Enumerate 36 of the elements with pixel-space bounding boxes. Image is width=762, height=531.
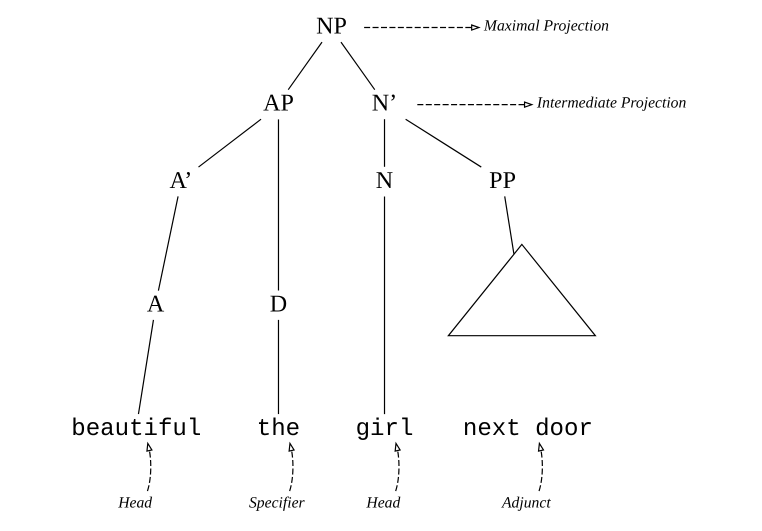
node-text: Specifier: [248, 494, 304, 512]
node-text: next door: [462, 416, 592, 443]
connector: [277, 320, 279, 414]
node-text: the: [256, 416, 300, 443]
connector: [340, 42, 375, 90]
node-text: girl: [355, 416, 413, 443]
connector: [383, 119, 385, 167]
connector: [383, 196, 385, 414]
arrow: [288, 442, 295, 492]
connector: [157, 196, 178, 291]
connector: [277, 119, 279, 290]
arrow: [537, 442, 544, 492]
connector: [198, 118, 261, 168]
connector: [504, 196, 514, 254]
node-text: Adjunct: [501, 494, 550, 512]
node-text: Head: [366, 494, 400, 512]
arrow: [146, 442, 152, 492]
node-text: A’: [169, 168, 192, 194]
arrow: [394, 442, 401, 492]
connector: [137, 320, 154, 414]
node-text: A: [146, 291, 164, 318]
arrow: [364, 24, 480, 31]
node-text: AP: [262, 90, 294, 117]
node-text: Intermediate Projection: [536, 94, 686, 112]
node-text: Head: [118, 494, 152, 512]
node-text: N: [375, 168, 393, 194]
node-text: N’: [371, 90, 397, 117]
node-text: D: [269, 291, 287, 318]
connector: [287, 42, 322, 90]
connector: [404, 118, 482, 168]
node-triangle: [446, 243, 596, 336]
node-text: beautiful: [70, 416, 201, 443]
node-text: NP: [316, 14, 346, 40]
node-text: PP: [488, 168, 516, 194]
node-text: Maximal Projection: [483, 17, 608, 34]
arrow: [416, 101, 534, 108]
